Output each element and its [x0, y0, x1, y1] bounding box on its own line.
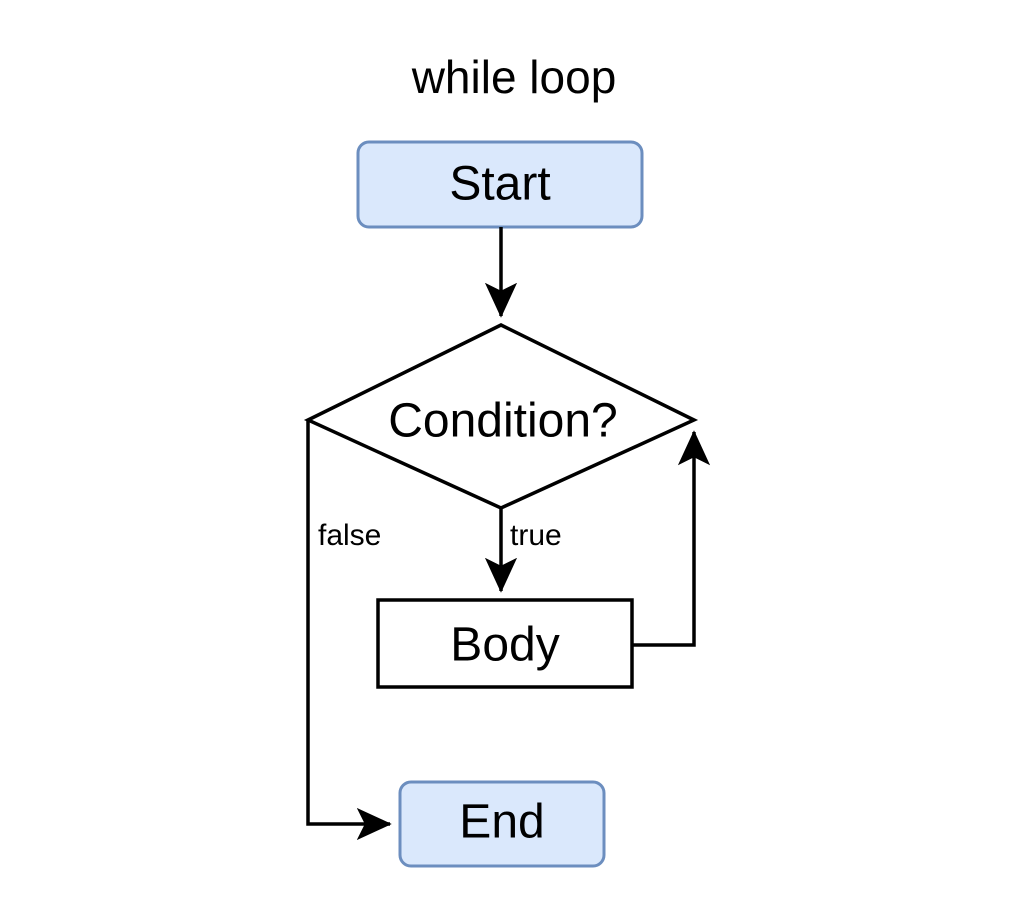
end-shape: [398, 780, 606, 868]
node-body[interactable]: Body: [376, 598, 634, 689]
edge-label-false: false: [318, 519, 381, 552]
node-start[interactable]: Start: [356, 140, 644, 229]
start-label: Start: [449, 158, 550, 211]
diagram-title: while loop: [411, 51, 617, 103]
end-label: End: [459, 796, 544, 849]
body-shape: [376, 598, 634, 689]
body-label: Body: [450, 619, 559, 672]
edge-condition-false: [306, 420, 392, 841]
edge-body-to-condition: [632, 430, 711, 647]
condition-label: Condition?: [388, 395, 618, 448]
node-condition[interactable]: Condition?: [303, 323, 699, 510]
edge-label-true: true: [510, 519, 562, 552]
node-end[interactable]: End: [398, 780, 606, 868]
